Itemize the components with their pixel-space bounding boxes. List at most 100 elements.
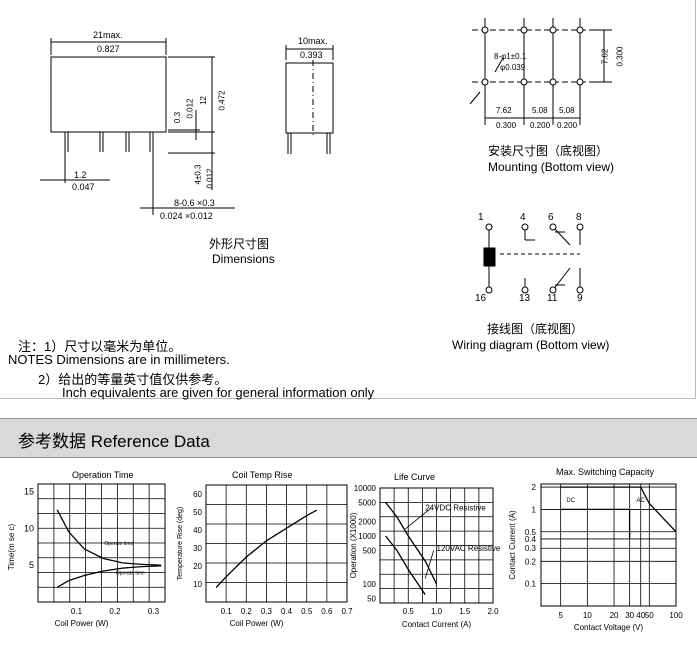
chart4-ytick: 0.5 [525,528,537,537]
chart3-xtick: 2.0 [487,607,499,616]
hole-label: 8-φ1±0.1 [494,52,527,61]
chart4-frame [540,483,677,607]
dim-12-label: 12 [198,96,208,105]
mount-v1-inch-label: 0.300 [615,46,625,67]
chart4-xtick: 10 [583,611,592,620]
mount-h1-inch-label: 0.300 [496,121,517,130]
width-inch-label: 0.827 [97,44,120,54]
chart4-annotation: AC [637,498,646,504]
chart3-xlabel: Contact Current (A) [402,620,472,629]
chart2-xlabel: Coil Power (W) [230,619,284,628]
chart1-series-1 [56,565,162,588]
chart2-xtick: 0.4 [281,607,293,616]
dim-03-label: 0.3 [173,111,183,124]
dim-4-label: 4±0.3 [193,164,203,185]
chart4-ytick: 0.2 [525,557,537,566]
chart4-xtick: 20 [610,611,619,620]
chart2-xtick: 0.5 [301,607,313,616]
chart3-ytick: 50 [367,594,376,603]
chart2-ytick: 50 [193,508,202,517]
note-line-3: 2）给出的等量英寸值仅供参考。 [38,372,228,387]
chart2-ytick: 60 [193,490,202,499]
chart4-title: Max. Switching Capacity [556,467,655,477]
chart3-annotation: 24VDC Resistive [425,503,486,512]
pin-label-1: 1 [478,212,484,223]
dimension-drawing [40,18,612,294]
chart4-ytick: 0.3 [525,544,537,553]
note-line-1: 注：1）尺寸以毫米为单位。 [18,339,182,354]
pin-inch-label: 0.024 ×0.012 [160,211,213,221]
mount-h3-label: 5.08 [559,106,575,115]
chart3-xtick: 0.5 [403,607,415,616]
dim-0472-label: 0.472 [217,90,227,111]
depth-max-label: 10max. [298,36,328,46]
chart3-ytick: 100 [363,580,377,589]
chart2-ylabel: Temperature Rise (deg) [177,507,184,581]
chart2-xtick: 0.2 [241,607,253,616]
dim-0047-label: 0.047 [72,182,95,192]
pin-label-4: 4 [520,212,526,223]
width-max-label: 21max. [93,30,123,40]
chart3-annotation-leader [405,507,432,530]
chart2-xtick: 0.1 [221,607,233,616]
mount-v1-label: 7.62 [600,48,610,65]
chart4-xtick: 30 [625,611,634,620]
page-frame [0,0,696,399]
chart2-title: Coil Temp Rise [232,470,293,480]
note-line-2: NOTES Dimensions are in millimeters. [8,352,230,367]
chart4-series-0 [560,508,631,539]
chart2-ytick: 10 [193,580,202,589]
dimensions-caption-cn: 外形尺寸图 [209,237,270,251]
chart1-series-0 [56,509,162,566]
chart1-xtick: 0.2 [109,607,121,616]
chart4-xtick: 100 [669,611,683,620]
chart1-xlabel: Coil Power (W) [55,619,109,628]
chart1-xtick: 0.3 [148,607,160,616]
chart2-xtick: 0.7 [341,607,353,616]
depth-inch-label: 0.393 [300,50,323,60]
chart2-xtick: 0.3 [261,607,273,616]
chart4-series-1 [560,486,677,533]
mounting-caption-en: Mounting (Bottom view) [488,160,615,174]
pin-label-16: 16 [475,293,487,304]
chart3-title: Life Curve [394,472,436,482]
chart4-ytick: 1 [532,505,537,514]
chart4-ytick: 2 [532,483,537,492]
chart3-ytick: 500 [363,546,377,555]
note-line-4: Inch equivalents are given for general i… [62,385,375,400]
chart1-ytick: 15 [24,486,34,496]
chart4-xlabel: Contact Voltage (V) [574,623,644,632]
chart4-xtick: 50 [645,611,654,620]
chart3-xtick: 1.0 [431,607,443,616]
chart3-annotation: 120VAC Resistive [437,544,501,553]
chart4-xtick: 5 [558,611,563,620]
chart1-title: Operation Time [72,470,134,480]
chart3-ytick: 2000 [358,518,376,527]
chart4-ytick: 0.4 [525,535,537,544]
mount-h3-inch-label: 0.200 [557,121,578,130]
chart2-xtick: 0.6 [321,607,333,616]
dim-0012b-label: 0.012 [205,168,215,189]
reference-title: 参考数据 Reference Data [18,432,210,451]
chart4-ytick: 0.1 [525,580,537,589]
chart4-annotation: DC [566,498,575,504]
chart4-ylabel: Contact Current (A) [508,510,517,580]
chart1-ytick: 10 [24,523,34,533]
chart1-ylabel: Time(m se c) [7,523,16,570]
wiring-caption-en: Wiring diagram (Bottom view) [452,338,610,352]
chart4-xtick: 40 [636,611,645,620]
chart3-ylabel: Operation (X1000) [349,512,358,578]
pin-dim-label: 8-0.6 ×0.3 [174,198,215,208]
hole-inch-label: φ0.039 [500,63,526,72]
chart2-ytick: 40 [193,526,202,535]
pin-label-6: 6 [548,212,554,223]
dimensions-caption-en: Dimensions [212,252,275,266]
chart3-ytick: 5000 [358,498,376,507]
mount-h1-label: 7.62 [496,106,512,115]
chart1-annotation: Operate time [104,541,133,547]
chart3-series-1 [385,535,426,595]
chart1-ytick: 5 [29,560,34,570]
chart2-ytick: 30 [193,544,202,553]
pin-label-8: 8 [576,212,582,223]
